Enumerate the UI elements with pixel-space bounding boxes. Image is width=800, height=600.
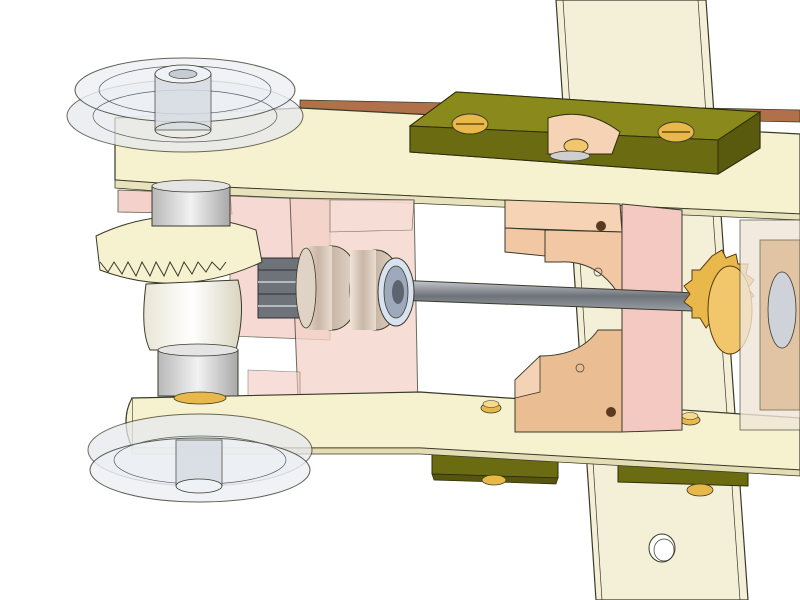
pinion-gear (257, 257, 303, 319)
clamp-plate (408, 91, 762, 175)
upper-pulley (66, 57, 304, 153)
vertical-bearings (151, 179, 239, 405)
spur-gear (683, 219, 800, 431)
lower-pulley (87, 413, 313, 503)
bearing-block (504, 199, 683, 433)
shaft-bearings (295, 245, 415, 331)
bevel-gear (95, 215, 263, 351)
